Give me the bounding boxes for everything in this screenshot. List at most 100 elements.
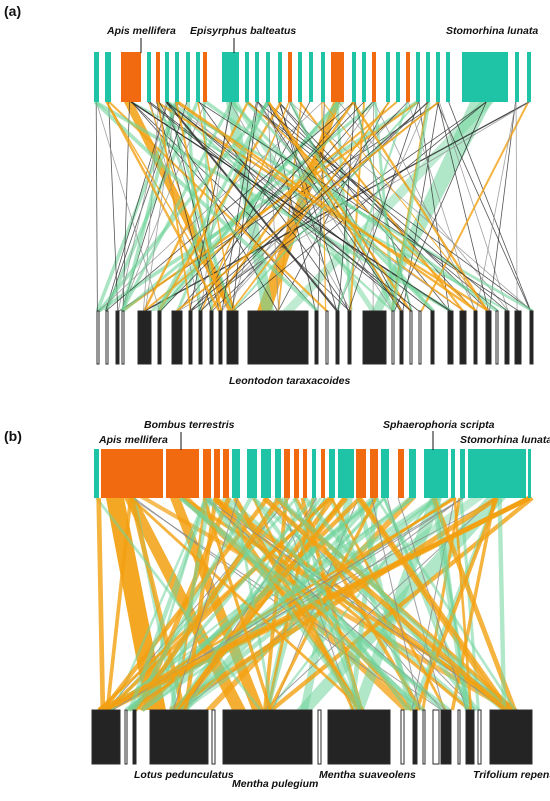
pollinator-bar — [175, 52, 179, 102]
panel-a-links — [95, 102, 533, 311]
pollinator-bar — [372, 52, 376, 102]
plant-bar — [315, 311, 318, 364]
pollinator-bar — [165, 52, 169, 102]
plant-bar — [158, 311, 161, 364]
plant-bar — [505, 311, 509, 364]
plant-bar — [212, 710, 215, 764]
pollinator-bar — [321, 52, 325, 102]
link — [96, 102, 97, 311]
pollinator-bar — [214, 449, 220, 498]
pollinator-bar — [203, 449, 211, 498]
pollinator-bar — [247, 449, 257, 498]
pollinator-bar — [338, 449, 354, 498]
plant-bar — [210, 311, 213, 364]
pollinator-bar — [528, 449, 531, 498]
trifolium-repens-label: Trifolium repens — [473, 769, 550, 781]
pollinator-bar — [245, 52, 249, 102]
mentha-pulegium-label: Mentha pulegium — [232, 778, 318, 790]
plant-bar — [423, 710, 425, 764]
pollinator-bar — [436, 52, 440, 102]
plant-bar — [328, 710, 390, 764]
stomorhina-lunata-a-label: Stomorhina lunata — [446, 25, 538, 37]
pollinator-bar — [156, 52, 160, 102]
pollinator-bar — [396, 52, 400, 102]
pollinator-bar — [329, 449, 335, 498]
pollinator-bar — [515, 52, 519, 102]
bombus-terrestris-label: Bombus terrestris — [144, 419, 235, 431]
pollinator-bar — [222, 52, 239, 102]
plant-bar — [466, 710, 474, 764]
apis-mellifera-a-label: Apis mellifera — [106, 25, 176, 37]
plant-bar — [348, 311, 351, 364]
pollinator-bar — [232, 449, 240, 498]
pollinator-bar — [462, 52, 508, 102]
pollinator-bar — [275, 449, 281, 498]
pollinator-bar — [255, 52, 259, 102]
mentha-suaveolens-label: Mentha suaveolens — [319, 769, 416, 781]
plant-bar — [189, 311, 192, 364]
pollinator-bar — [298, 52, 302, 102]
pollinator-bar — [101, 449, 163, 498]
pollinator-bar — [261, 449, 271, 498]
pollinator-bar — [105, 52, 111, 102]
pollinator-bar — [409, 449, 416, 498]
plant-bar — [326, 311, 328, 364]
pollinator-bar — [406, 52, 410, 102]
panel-b: (b) Bombus terrestris Apis mellifera Sph… — [4, 419, 550, 790]
plant-bar — [496, 311, 498, 364]
plant-bar — [486, 311, 491, 364]
plant-bar — [441, 710, 451, 764]
plant-bar — [227, 311, 238, 364]
pollinator-bar — [266, 52, 270, 102]
pollinator-bar — [284, 449, 290, 498]
sphaerophoria-scripta-label: Sphaerophoria scripta — [383, 419, 495, 431]
plant-bar — [433, 710, 439, 764]
plant-bar — [336, 311, 339, 364]
leontodon-taraxacoides-label: Leontodon taraxacoides — [229, 375, 351, 387]
plant-bar — [116, 311, 119, 364]
pollinator-bar — [186, 52, 190, 102]
plant-bar — [138, 311, 151, 364]
plant-bar — [400, 311, 403, 364]
plant-bar — [392, 311, 394, 364]
plant-bar — [133, 710, 136, 764]
plant-bar — [419, 311, 421, 364]
pollinator-bar — [121, 52, 141, 102]
pollinator-bar — [362, 52, 366, 102]
pollinator-bar — [278, 52, 282, 102]
pollinator-bar — [303, 449, 307, 498]
panel-b-links — [96, 498, 532, 710]
pollinator-bar — [166, 449, 199, 498]
panel-a-label: (a) — [4, 3, 21, 19]
plant-bar — [122, 311, 124, 364]
pollinator-bar — [309, 52, 313, 102]
pollinator-bar — [356, 449, 366, 498]
pollinator-bar — [294, 449, 299, 498]
pollinator-bar — [424, 449, 448, 498]
plant-bar — [413, 710, 417, 764]
pollinator-bar — [147, 52, 151, 102]
panel-b-pollinator-bars — [94, 449, 531, 498]
plant-bar — [223, 710, 312, 764]
panel-b-label: (b) — [4, 428, 22, 444]
pollinator-bar — [468, 449, 526, 498]
plant-bar — [150, 710, 208, 764]
pollinator-bar — [196, 52, 200, 102]
panel-a: (a) Apis mellifera Episyrphus balteatus … — [4, 3, 538, 387]
plant-bar — [478, 710, 481, 764]
pollinator-bar — [331, 52, 344, 102]
plant-bar — [92, 710, 120, 764]
plant-bar — [248, 311, 308, 364]
plant-bar — [515, 311, 521, 364]
link — [99, 498, 103, 710]
panel-b-plant-bars — [92, 710, 532, 764]
plant-bar — [490, 710, 532, 764]
plant-bar — [318, 710, 321, 764]
pollinator-bar — [312, 449, 316, 498]
pollinator-bar — [527, 52, 531, 102]
pollinator-bar — [460, 449, 465, 498]
plant-bar — [431, 311, 434, 364]
plant-bar — [125, 710, 127, 764]
